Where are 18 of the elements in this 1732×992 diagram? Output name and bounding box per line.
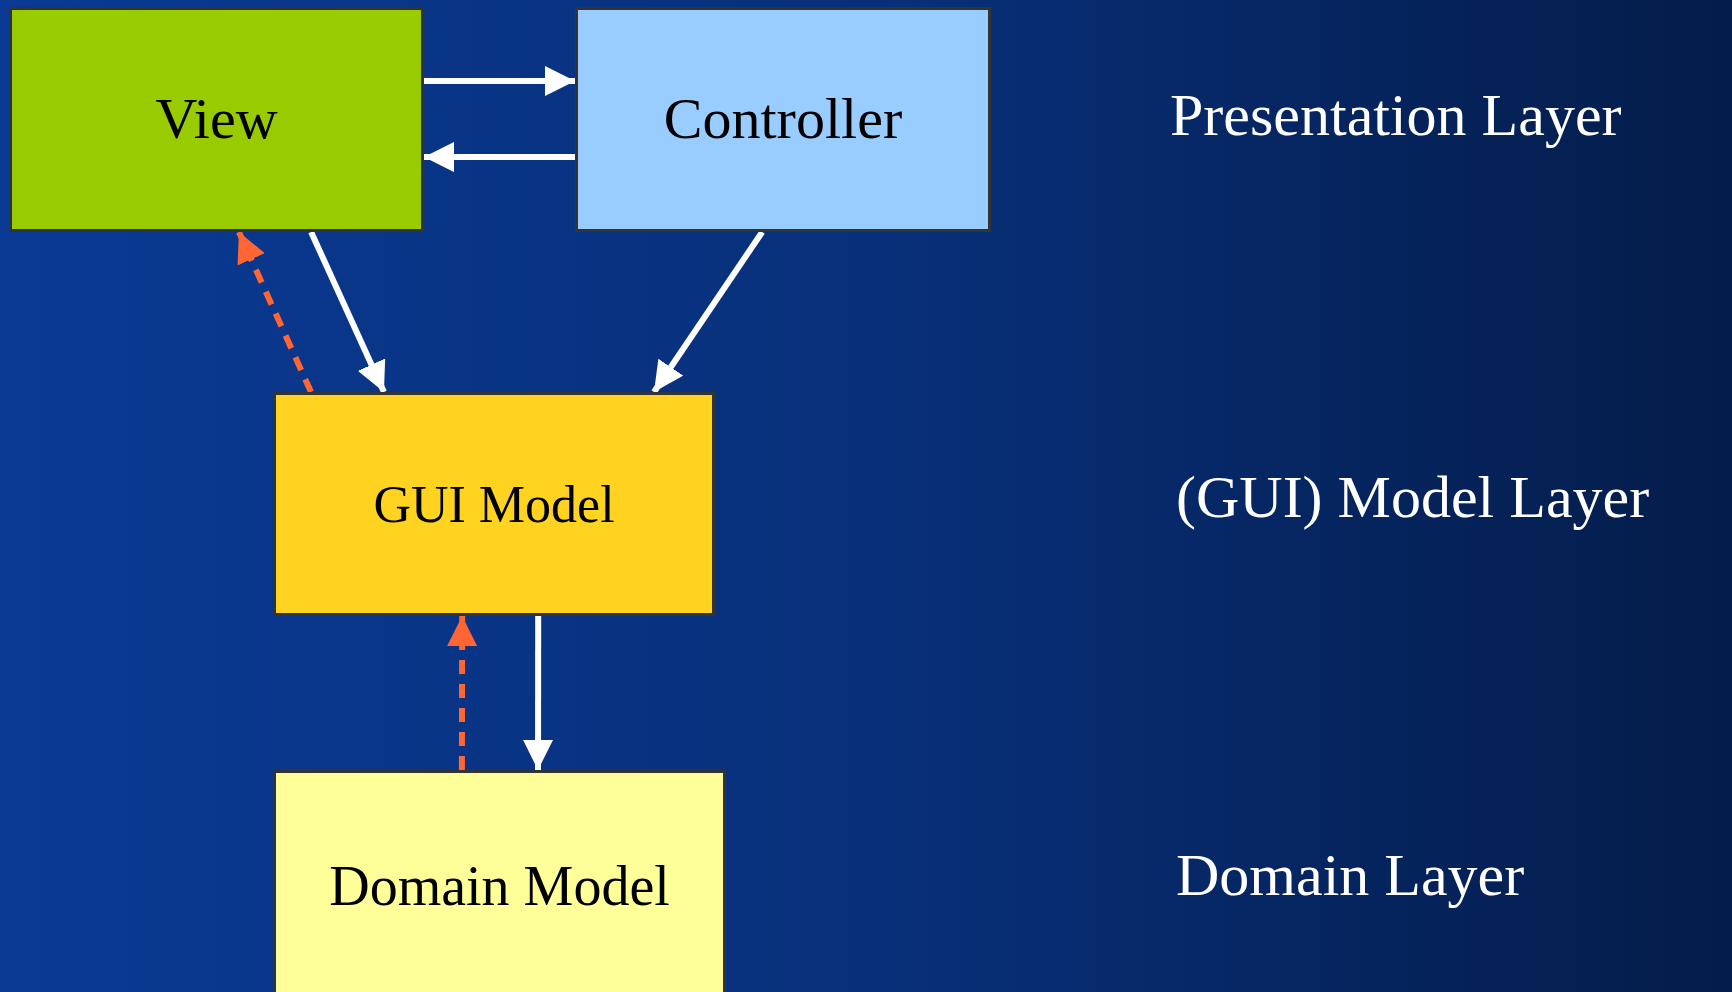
- arrow: [447, 616, 478, 770]
- box-label: View: [155, 85, 278, 154]
- class-box: [575, 7, 991, 232]
- class-box: [273, 392, 715, 616]
- arrow: [308, 230, 387, 394]
- class-box: [9, 7, 424, 232]
- arrow: [424, 66, 575, 97]
- layer-label: (GUI) Model Layer: [1176, 463, 1650, 532]
- arrow: [424, 142, 575, 173]
- arrow: [651, 230, 765, 394]
- layer-label: Domain Layer: [1176, 841, 1525, 910]
- arrow: [236, 230, 314, 394]
- box-label: Domain Model: [329, 854, 670, 919]
- arrow: [523, 616, 554, 770]
- class-box: [273, 770, 726, 992]
- layer-label: Presentation Layer: [1170, 81, 1622, 150]
- box-label: GUI Model: [373, 474, 615, 535]
- box-label: Controller: [663, 85, 903, 154]
